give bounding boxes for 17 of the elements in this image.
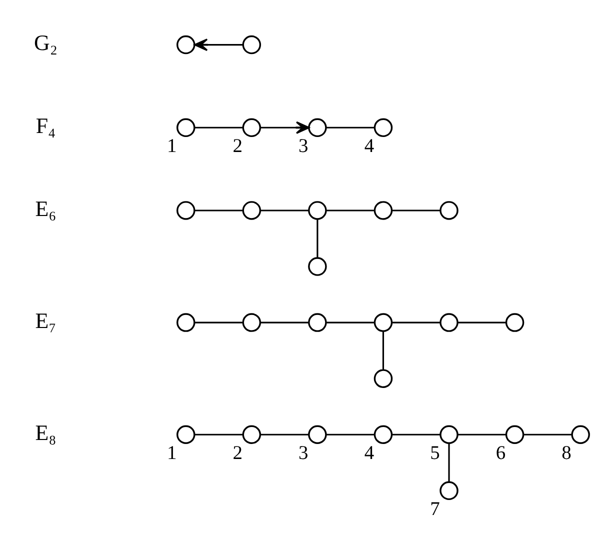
node-label: 4 — [364, 135, 374, 156]
node-label: 2 — [232, 135, 243, 156]
node-label: 3 — [298, 135, 308, 156]
label: E₇ — [35, 307, 56, 332]
node-label: 3 — [298, 442, 308, 464]
node-label: 5 — [430, 442, 440, 464]
label: E₈ — [35, 419, 56, 444]
node-label: 6 — [496, 442, 506, 464]
node-label: 8 — [562, 442, 572, 464]
node-label: 2 — [232, 442, 243, 464]
node-label: 4 — [364, 442, 374, 464]
node-label: 1 — [166, 135, 177, 156]
node-label: 1 — [166, 442, 177, 464]
label: F₄ — [36, 112, 56, 138]
label: E₆ — [35, 195, 56, 220]
node-label: 7 — [430, 498, 440, 520]
label: G₂ — [34, 30, 58, 55]
